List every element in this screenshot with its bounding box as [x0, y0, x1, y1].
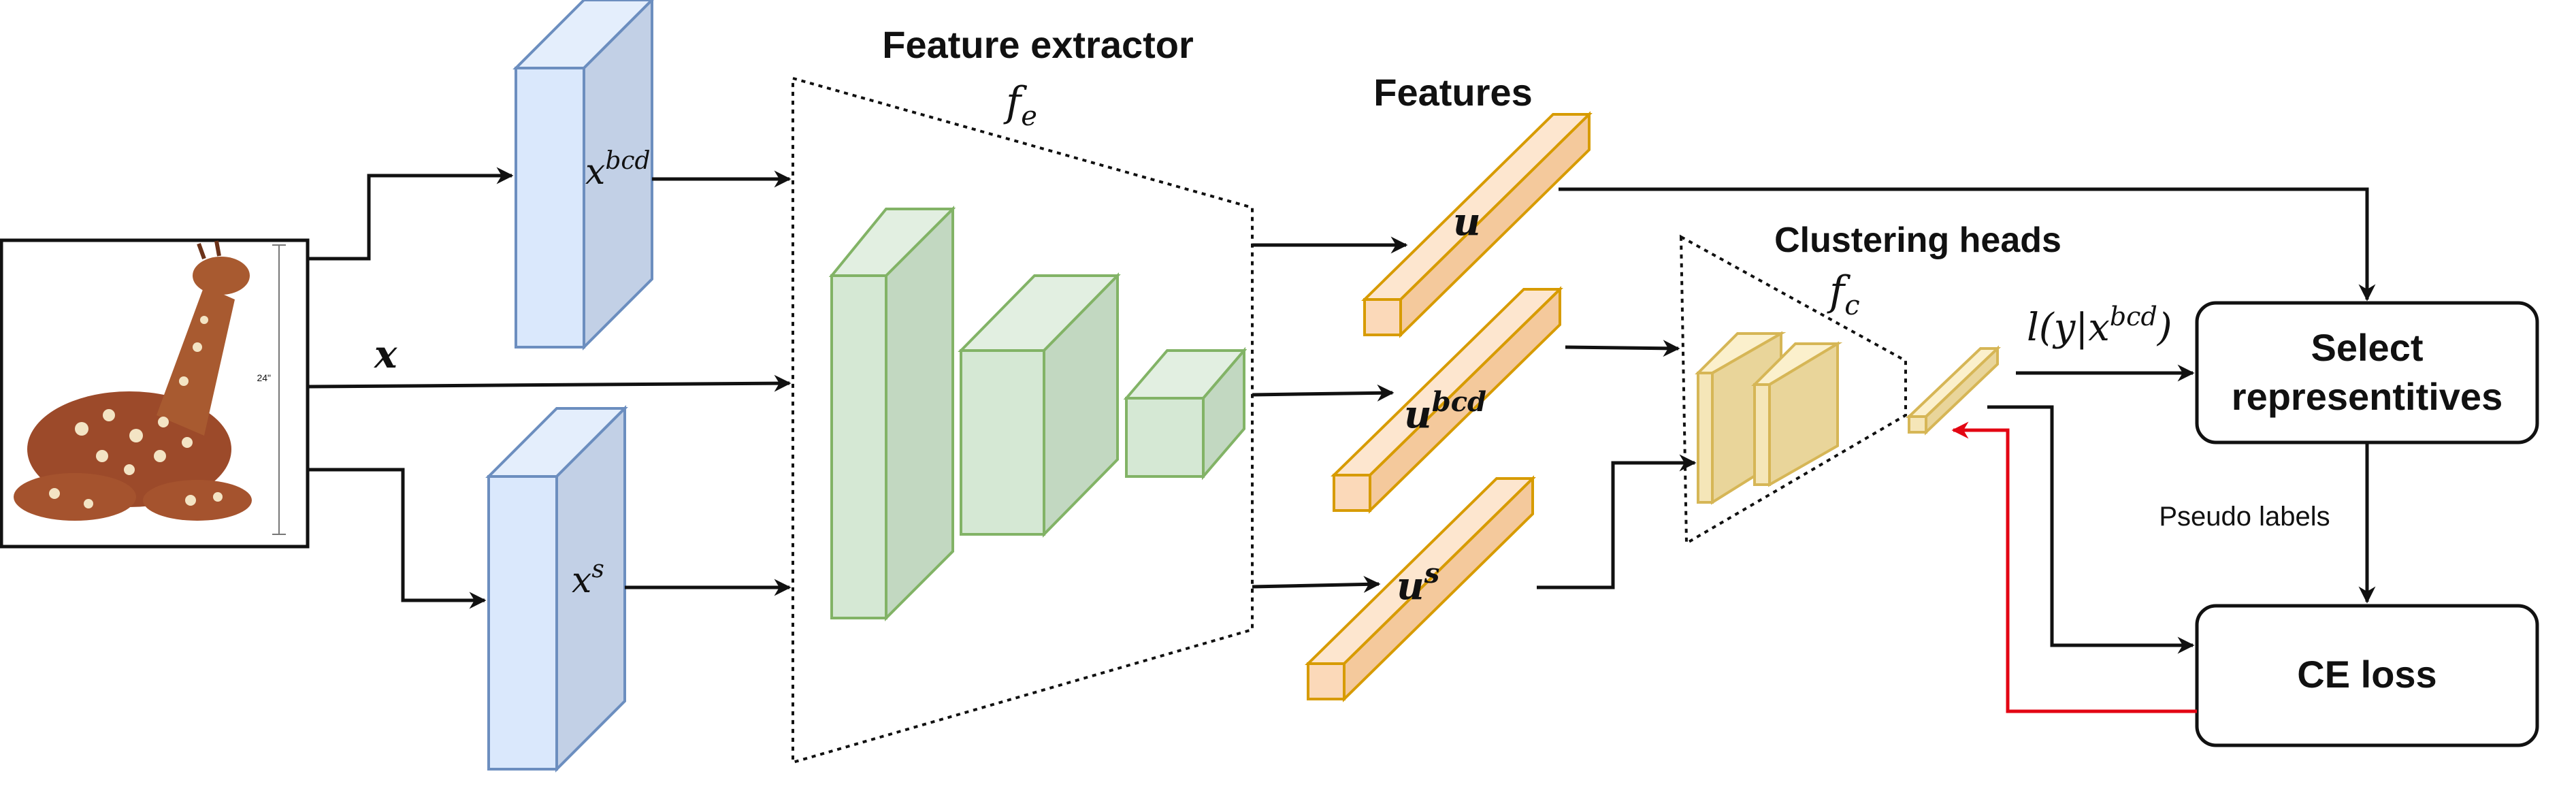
feature-extractor-frame [792, 76, 1254, 764]
scale-label: 24" [257, 372, 271, 383]
cluster-head-2 [1751, 341, 1843, 487]
cluster-output-bar [1906, 345, 2001, 436]
loss-backprop-arrow [1951, 421, 2197, 713]
select-representatives-box: Select representitives [2195, 301, 2539, 444]
feature-extractor-title: Feature extractor [882, 23, 1194, 66]
select-label-line1: Select [2311, 326, 2424, 369]
clustering-heads-frame [1679, 234, 1907, 546]
ce-loss-label: CE loss [2297, 653, 2436, 696]
label-x: x [374, 332, 397, 377]
block-x-s [485, 405, 628, 773]
clustering-heads-title: Clustering heads [1774, 221, 2061, 260]
feature-bar-u-s [1305, 475, 1536, 702]
connector-arrows [307, 167, 2376, 713]
ce-loss-box: CE loss [2195, 604, 2539, 747]
label-x-s: xs [572, 555, 604, 601]
pseudo-labels-label: Pseudo labels [2159, 502, 2330, 532]
label-fc: fc [1827, 268, 1860, 321]
feature-bar-u-bcd [1331, 286, 1563, 514]
extractor-layer-2 [958, 272, 1121, 538]
block-x-bcd [512, 0, 654, 351]
giraffe-image: 24" [14, 240, 286, 535]
features-title: Features [1373, 71, 1532, 114]
label-likelihood: l(y|xbcd) [2027, 302, 2172, 350]
label-u: u [1453, 199, 1481, 244]
label-fe: fe [1003, 78, 1037, 132]
label-u-bcd: ubcd [1404, 386, 1486, 437]
select-label-line2: representitives [2232, 375, 2502, 418]
extractor-layer-3 [1123, 346, 1248, 481]
input-image: 24" [0, 238, 310, 549]
label-x-bcd: xbcd [585, 147, 651, 193]
label-u-s: us [1397, 557, 1439, 609]
feature-bar-u [1361, 111, 1593, 338]
extractor-layer-1 [828, 206, 956, 621]
